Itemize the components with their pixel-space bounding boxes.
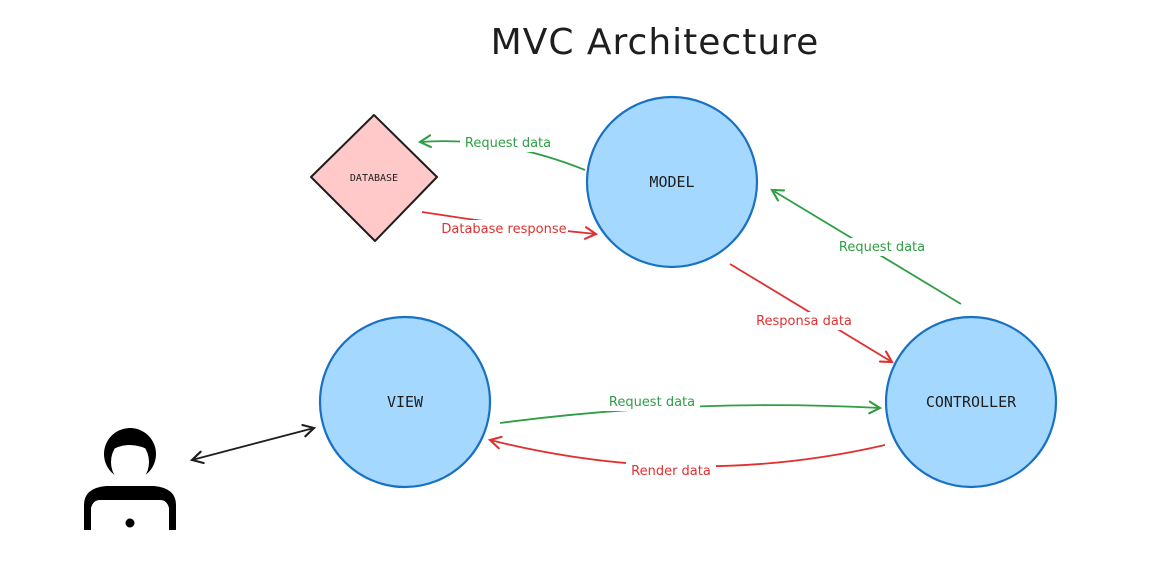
edge-controller-to-view: Render data: [487, 435, 886, 480]
controller-label: CONTROLLER: [926, 393, 1017, 411]
edge-label-controller-to-model: Request data: [839, 240, 925, 255]
view-node: VIEW: [318, 315, 492, 489]
edge-model-to-database: Request data: [417, 134, 586, 171]
user-with-laptop-icon: [84, 428, 176, 530]
edge-label-database-to-model: Database response: [441, 222, 566, 237]
diagram-title: MVC Architecture: [491, 22, 820, 63]
model-node: MODEL: [585, 95, 759, 269]
controller-node: CONTROLLER: [884, 315, 1058, 489]
edge-database-to-model: Database response: [421, 211, 599, 240]
model-label: MODEL: [649, 173, 694, 191]
database-label: DATABASE: [350, 173, 398, 184]
edge-label-controller-to-view: Render data: [631, 464, 711, 479]
edge-model-to-controller: Responsa data: [729, 263, 894, 364]
edge-label-view-to-controller: Request data: [609, 395, 695, 410]
edge-view-to-controller: Request data: [499, 393, 883, 424]
view-label: VIEW: [387, 393, 424, 411]
edge-controller-to-model: Request data: [770, 188, 962, 305]
edge-label-model-to-database: Request data: [465, 136, 551, 151]
edge-user-to-view: [189, 423, 317, 465]
database-node: DATABASE: [310, 114, 438, 242]
edge-label-model-to-controller: Responsa data: [756, 314, 852, 329]
